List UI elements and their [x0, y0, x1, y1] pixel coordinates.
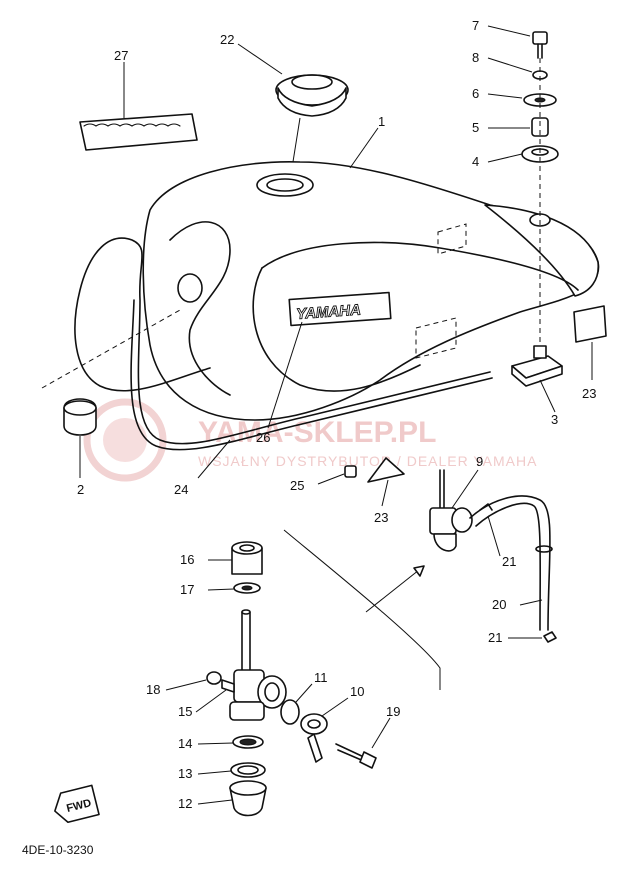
callout-23-left: 23: [374, 510, 388, 525]
part-10-lever: [300, 697, 349, 763]
callout-4: 4: [472, 154, 479, 169]
callout-15: 15: [178, 704, 192, 719]
part-21-hose-clip-lower: [508, 631, 557, 643]
callout-27: 27: [114, 48, 128, 63]
part-15-gasket-arm: [195, 689, 227, 713]
callout-26: 26: [256, 430, 270, 445]
callout-1: 1: [378, 114, 385, 129]
callout-labels: 1 2 3 4 5 6 7 8 9 10 11 12 13 14 15 16 1…: [77, 18, 596, 811]
part-9-fuel-cock: [429, 469, 479, 552]
callout-3: 3: [551, 412, 558, 427]
callout-2: 2: [77, 482, 84, 497]
part-13-o-ring: [197, 762, 266, 778]
detail-arrow: [283, 529, 441, 690]
callout-19: 19: [386, 704, 400, 719]
watermark-title: YAMA-SKLEP.PL: [198, 416, 436, 449]
callout-24: 24: [174, 482, 188, 497]
tank-emblem: YAMAHA: [296, 302, 362, 323]
callout-17: 17: [180, 582, 194, 597]
part-24-hose-loop: [74, 237, 493, 479]
part-22-fuel-cap: [237, 43, 349, 169]
callout-10: 10: [350, 684, 364, 699]
mounting-bolt-stack: [487, 25, 559, 350]
part-14-gasket: [197, 735, 264, 749]
part-19-screw: [335, 717, 391, 769]
part-21-hose-clip-upper: [479, 503, 501, 557]
part-11-gasket: [280, 683, 313, 725]
part-17-washer: [207, 582, 261, 594]
diagram-code: 4DE-10-3230: [22, 843, 94, 857]
callout-21-upper: 21: [502, 554, 516, 569]
part-18-screw: [165, 671, 222, 691]
fwd-label: FWD: [65, 797, 92, 815]
callout-22: 22: [220, 32, 234, 47]
callout-23-right: 23: [582, 386, 596, 401]
callout-6: 6: [472, 86, 479, 101]
callout-5: 5: [472, 120, 479, 135]
watermark: YAMA-SKLEP.PL WSJAŁNY DYSTRYBUTOR / DEAL…: [83, 398, 537, 482]
part-12-fuel-cup: [197, 780, 267, 817]
callout-14: 14: [178, 736, 192, 751]
callout-20: 20: [492, 597, 506, 612]
part-27-decal: [79, 62, 198, 151]
callout-21-lower: 21: [488, 630, 502, 645]
callout-8: 8: [472, 50, 479, 65]
part-1-fuel-tank: YAMAHA: [142, 127, 600, 421]
fuel-cock-body-detail: [221, 609, 287, 721]
callout-7: 7: [472, 18, 479, 33]
part-20-fuel-hose: [469, 495, 553, 631]
callout-16: 16: [180, 552, 194, 567]
part-3-rear-mount: [511, 345, 563, 413]
callout-13: 13: [178, 766, 192, 781]
fwd-arrow-icon: FWD: [54, 784, 100, 824]
callout-11: 11: [314, 670, 328, 685]
part-16-nut: [208, 541, 263, 575]
part-2-damper: [41, 309, 181, 478]
callout-18: 18: [146, 682, 160, 697]
callout-12: 12: [178, 796, 192, 811]
callout-9: 9: [476, 454, 483, 469]
part-25-clip: [317, 465, 357, 485]
part-23-pad-left: [367, 457, 405, 507]
callout-25: 25: [290, 478, 304, 493]
watermark-subtitle: WSJAŁNY DYSTRYBUTOR / DEALER YAMAHA: [198, 453, 537, 469]
part-23-pad-right: [573, 305, 607, 380]
